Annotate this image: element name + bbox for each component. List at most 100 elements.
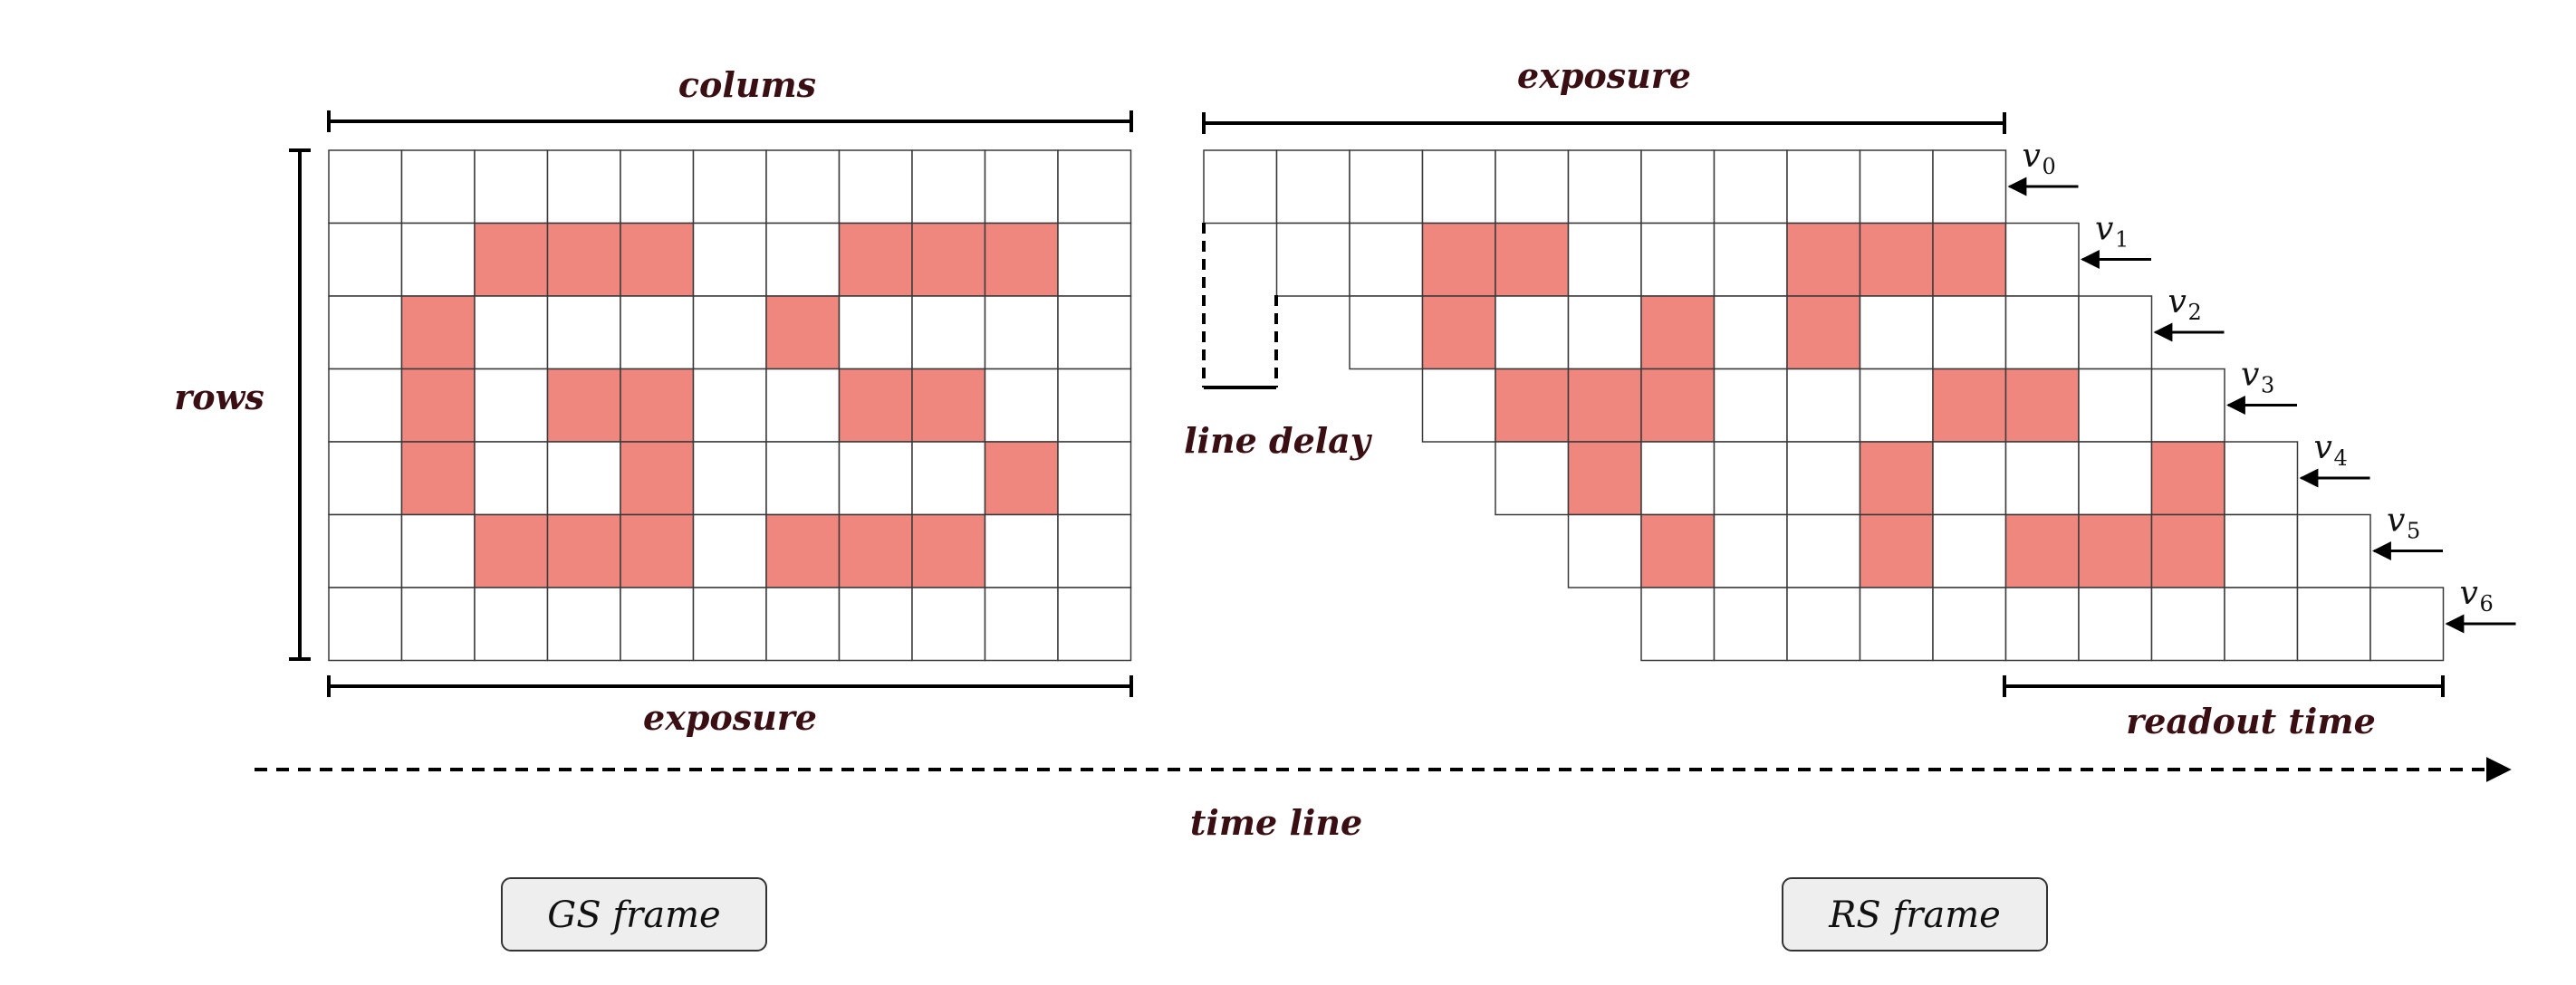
gs-cell-r5-c6-filled — [765, 513, 841, 588]
gs-cell-r0-c7 — [838, 149, 913, 225]
gs-cell-r3-c7-filled — [838, 368, 913, 443]
rs-pixel-grid — [1203, 149, 2445, 662]
gs-cell-r1-c5 — [692, 222, 767, 297]
gs-cell-r6-c4 — [620, 587, 695, 662]
rs-cell-r5-c8-filled — [2150, 513, 2225, 588]
gs-section: colums rows exposure — [174, 64, 1133, 738]
gs-cell-r2-c3 — [546, 295, 621, 370]
rs-cell-r1-c9-filled — [1932, 222, 2007, 297]
rs-cell-r0-c1 — [1275, 149, 1350, 225]
gs-cell-r5-c9 — [984, 513, 1059, 588]
gs-cell-r2-c9 — [984, 295, 1059, 370]
gs-exposure-label: exposure — [643, 697, 817, 738]
gs-cell-r3-c6 — [765, 368, 841, 443]
gs-cell-r6-c8 — [911, 587, 986, 662]
gs-cell-r2-c4 — [620, 295, 695, 370]
rs-cell-r4-c6 — [1932, 441, 2007, 516]
rs-cell-r3-c1-filled — [1495, 368, 1570, 443]
rs-cell-r2-c4-filled — [1640, 295, 1716, 370]
gs-columns-label: colums — [678, 64, 816, 105]
gs-cell-r0-c9 — [984, 149, 1059, 225]
rs-cell-r1-c7-filled — [1786, 222, 1861, 297]
gs-cell-r3-c3-filled — [546, 368, 621, 443]
readout-time-label: readout time — [2126, 701, 2376, 741]
rs-cell-r0-c4 — [1495, 149, 1570, 225]
readout-label-v0: v — [2023, 138, 2041, 175]
readout-label-v1: v — [2095, 211, 2113, 248]
readout-label-v2: v — [2168, 283, 2187, 320]
rs-cell-r0-c0 — [1203, 149, 1278, 225]
gs-cell-r3-c0 — [328, 368, 403, 443]
gs-cell-r5-c7-filled — [838, 513, 913, 588]
gs-cell-r3-c10 — [1057, 368, 1132, 443]
gs-cell-r3-c8-filled — [911, 368, 986, 443]
readout-label-sub-3: 3 — [2261, 373, 2274, 398]
gs-cell-r5-c10 — [1057, 513, 1132, 588]
gs-cell-r0-c5 — [692, 149, 767, 225]
rs-cell-r6-c2 — [1786, 587, 1861, 662]
gs-pixel-grid — [328, 149, 1132, 662]
gs-frame-label: GS frame — [547, 894, 720, 936]
readout-label-v4: v — [2314, 429, 2332, 466]
gs-frame-box: GS frame — [501, 877, 767, 952]
rs-cell-r0-c7 — [1713, 149, 1788, 225]
gs-rows-bracket — [289, 148, 311, 661]
gs-cell-r3-c9 — [984, 368, 1059, 443]
gs-cell-r4-c0 — [328, 441, 403, 516]
gs-cell-r1-c1 — [400, 222, 476, 297]
gs-cell-r1-c6 — [765, 222, 841, 297]
rs-cell-r3-c0 — [1421, 368, 1496, 443]
rs-cell-r6-c10 — [2369, 587, 2445, 662]
gs-cell-r6-c6 — [765, 587, 841, 662]
rs-cell-r5-c7-filled — [2078, 513, 2153, 588]
gs-cell-r1-c3-filled — [546, 222, 621, 297]
gs-cell-r3-c1-filled — [400, 368, 476, 443]
rs-cell-r5-c2 — [1713, 513, 1788, 588]
rs-frame-label: RS frame — [1828, 894, 2001, 936]
gs-cell-r2-c10 — [1057, 295, 1132, 370]
rs-cell-r4-c3 — [1713, 441, 1788, 516]
gs-cell-r2-c6-filled — [765, 295, 841, 370]
rs-cell-r1-c10 — [2004, 222, 2080, 297]
rs-cell-r1-c0 — [1275, 222, 1350, 297]
gs-cell-r0-c6 — [765, 149, 841, 225]
rs-cell-r0-c6 — [1640, 149, 1716, 225]
rs-cell-r5-c6-filled — [2004, 513, 2080, 588]
gs-cell-r2-c8 — [911, 295, 986, 370]
readout-label-v5: v — [2387, 502, 2405, 540]
gs-cell-r5-c2-filled — [474, 513, 549, 588]
rs-cell-r4-c8 — [2078, 441, 2153, 516]
rs-cell-r3-c9 — [2078, 368, 2153, 443]
gs-cell-r4-c9-filled — [984, 441, 1059, 516]
rs-cell-r1-c8-filled — [1859, 222, 1934, 297]
gs-cell-r4-c5 — [692, 441, 767, 516]
gs-cell-r5-c8-filled — [911, 513, 986, 588]
gs-cell-r6-c9 — [984, 587, 1059, 662]
readout-label-v3: v — [2241, 357, 2259, 394]
rs-cell-r0-c5 — [1567, 149, 1642, 225]
rs-cell-r1-c5 — [1640, 222, 1716, 297]
gs-cell-r2-c1-filled — [400, 295, 476, 370]
rs-cell-r6-c6 — [2078, 587, 2153, 662]
rs-cell-r1-c4 — [1567, 222, 1642, 297]
gs-cell-r4-c2 — [474, 441, 549, 516]
readout-label-sub-1: 1 — [2115, 227, 2129, 253]
rs-cell-r2-c9 — [2004, 295, 2080, 370]
gs-columns-bracket — [327, 110, 1133, 132]
gs-cell-r6-c7 — [838, 587, 913, 662]
rs-cell-r5-c4-filled — [1859, 513, 1934, 588]
gs-cell-r4-c6 — [765, 441, 841, 516]
gs-cell-r4-c10 — [1057, 441, 1132, 516]
rs-exposure-bracket — [1202, 112, 2006, 134]
gs-cell-r0-c8 — [911, 149, 986, 225]
rs-cell-r4-c5-filled — [1859, 441, 1934, 516]
rs-frame-box: RS frame — [1782, 877, 2048, 952]
rs-cell-r6-c1 — [1713, 587, 1788, 662]
rs-cell-r6-c0 — [1640, 587, 1716, 662]
rs-cell-r2-c7 — [1859, 295, 1934, 370]
gs-cell-r4-c7 — [838, 441, 913, 516]
rs-cell-r0-c8 — [1786, 149, 1861, 225]
rs-cell-r1-c6 — [1713, 222, 1788, 297]
rs-cell-r0-c3 — [1421, 149, 1496, 225]
